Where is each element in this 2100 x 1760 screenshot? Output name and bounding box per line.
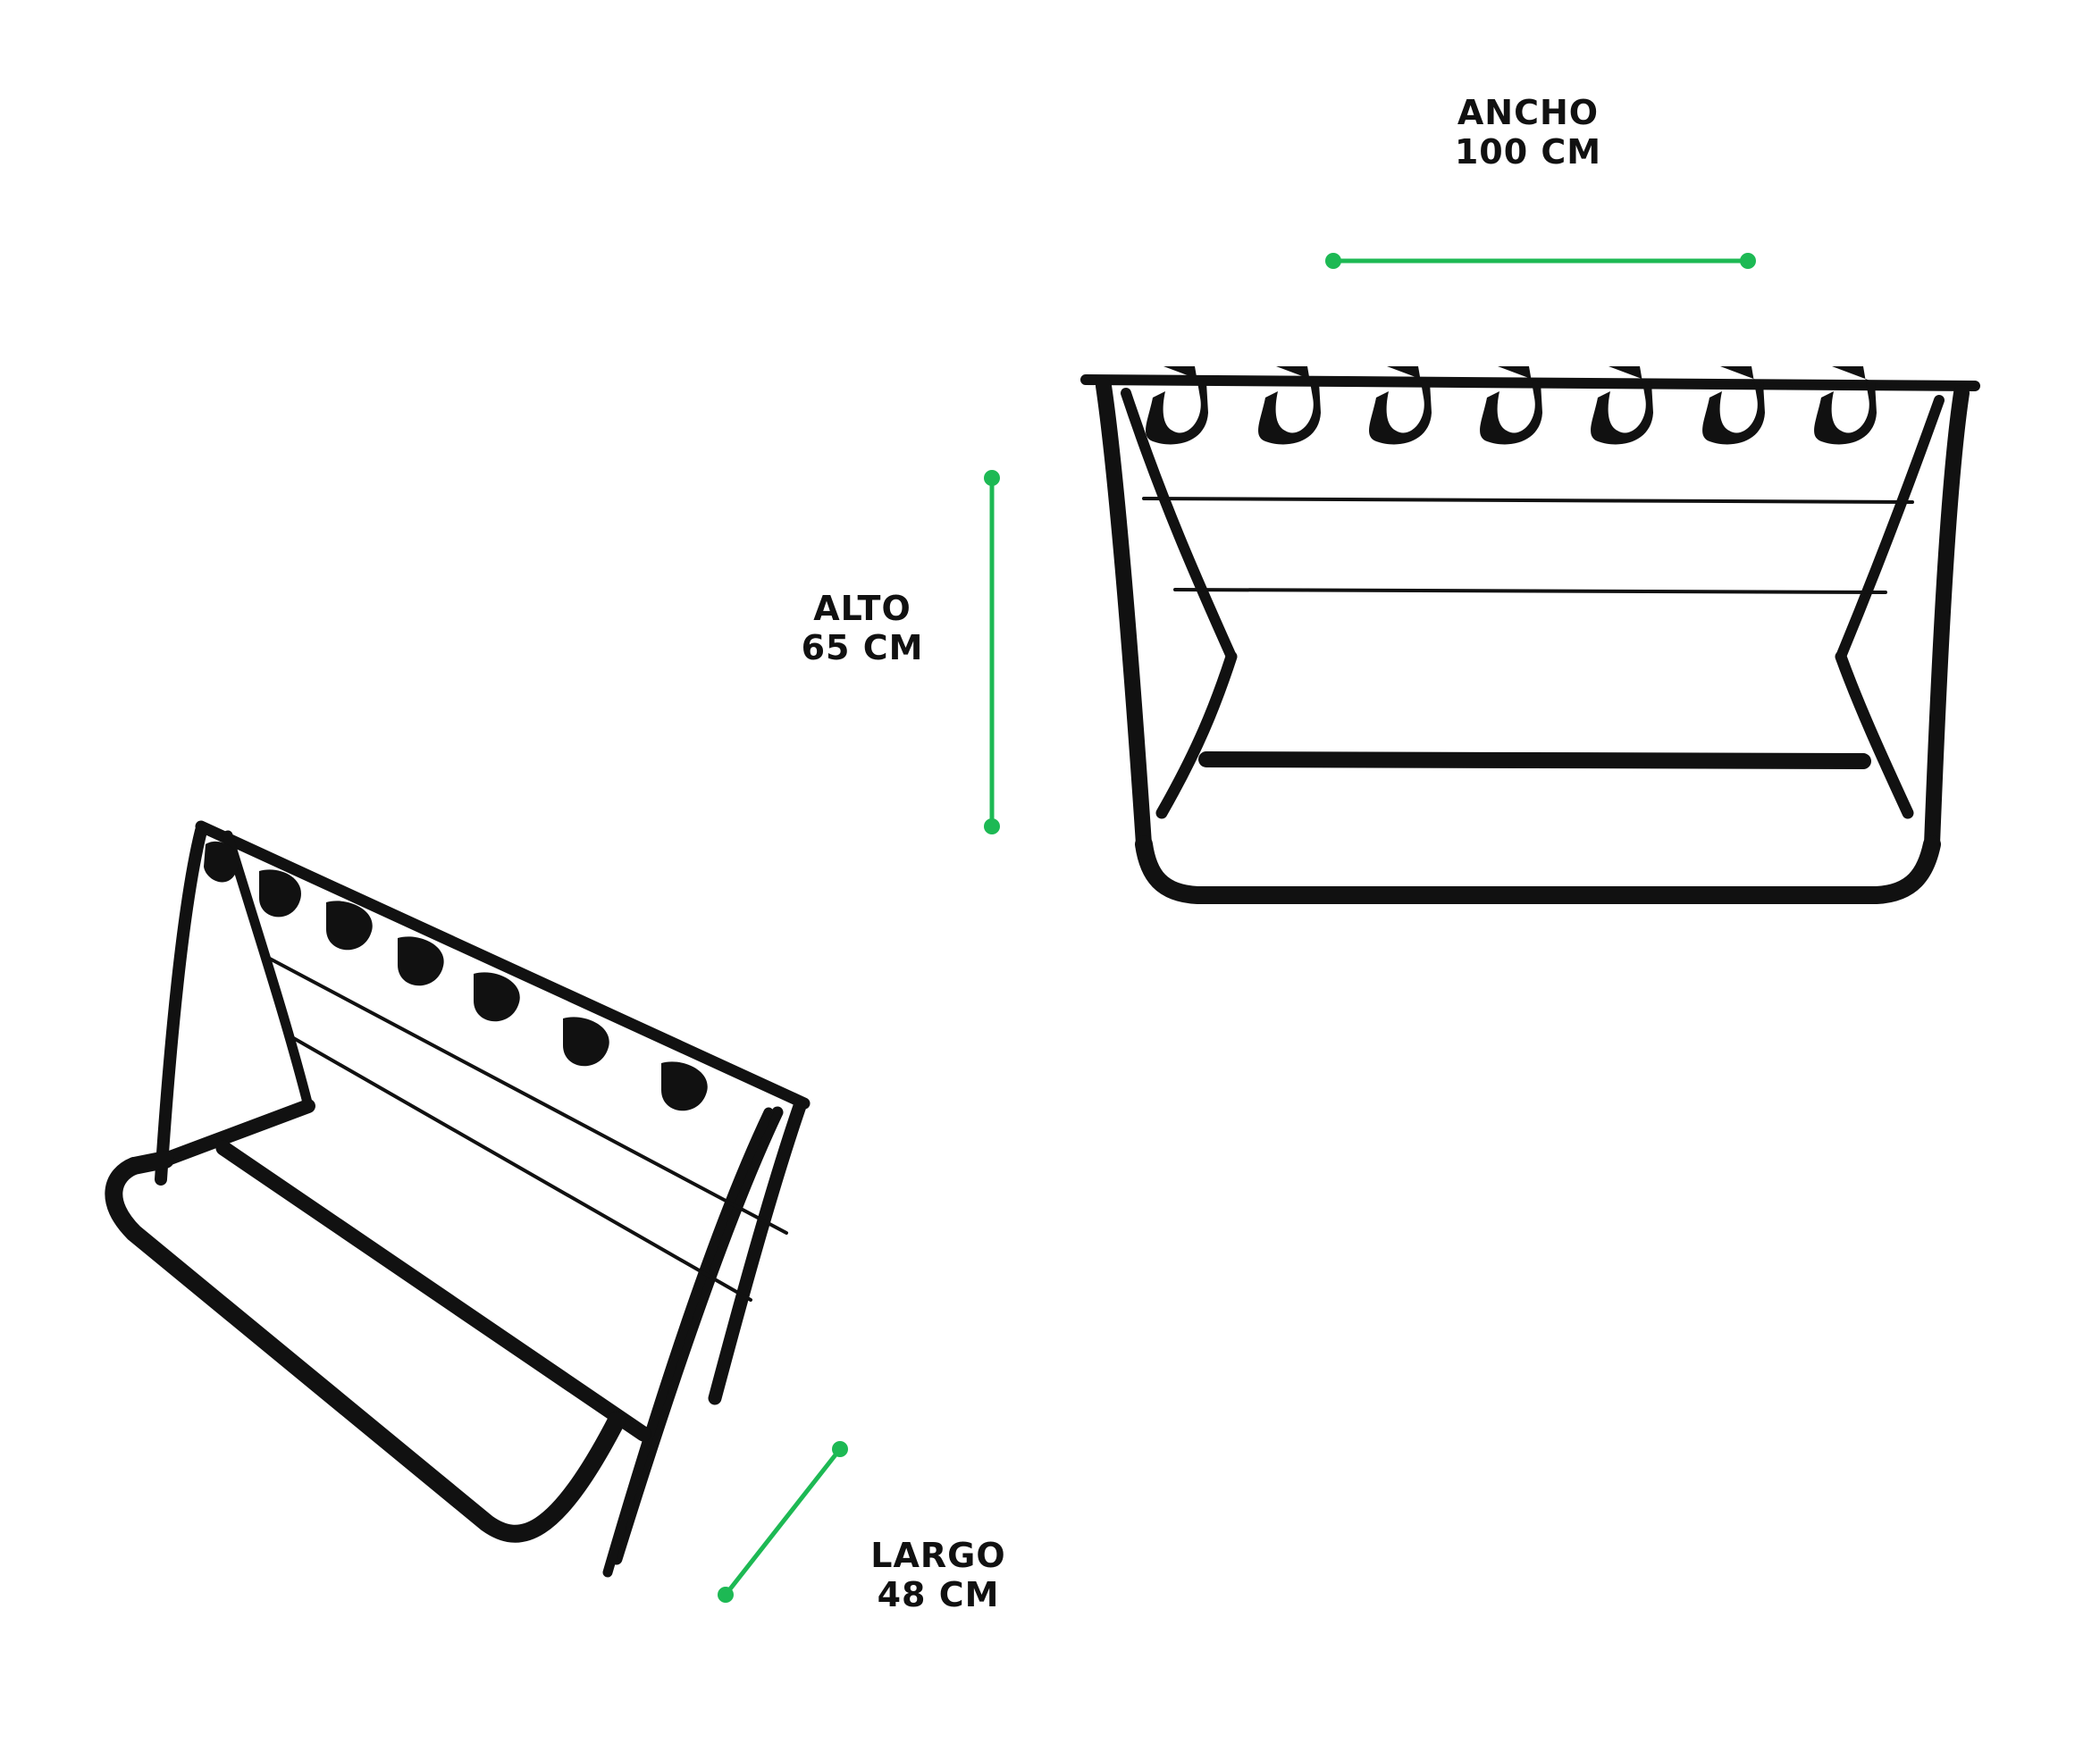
front-hanger-1 [1146,366,1208,445]
height-label-group: ALTO 65 CM [773,589,952,667]
length-label: LARGO [870,1536,1006,1575]
width-label: ANCHO [1457,93,1600,132]
front-hanger-4 [1480,366,1542,445]
perspective-hangers [204,841,708,1111]
front-hanger-7 [1814,366,1877,445]
front-hangers [1146,366,1877,445]
front-hanger-5 [1591,366,1653,445]
length-value: 48 CM [877,1574,1000,1614]
width-label-group: ANCHO 100 CM [1425,93,1631,172]
front-hanger-3 [1369,366,1432,445]
width-value: 100 CM [1454,131,1602,172]
length-label-group: LARGO 48 CM [836,1536,1041,1614]
front-hanger-2 [1258,366,1321,445]
height-label: ALTO [813,589,911,628]
height-value: 65 CM [801,627,924,667]
front-top-bar [1080,374,1980,391]
front-hanger-6 [1702,366,1765,445]
